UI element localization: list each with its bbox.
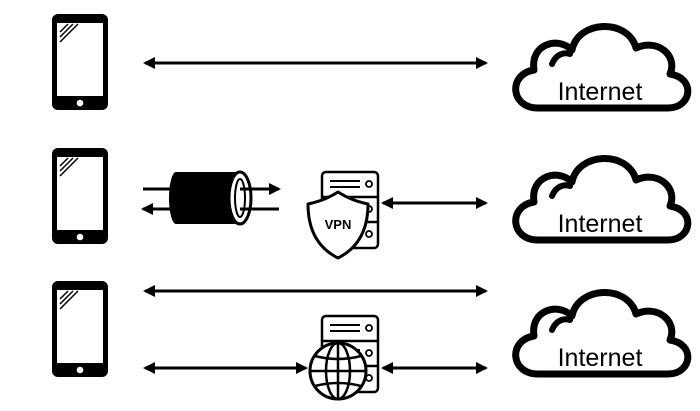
cloud-label: Internet <box>558 210 643 238</box>
cloud-label: Internet <box>558 344 643 372</box>
cloud-icon: Internet <box>516 292 688 374</box>
row-split: Internet <box>51 280 688 401</box>
shield-icon: VPN <box>306 190 370 260</box>
row-direct: Internet <box>51 13 688 111</box>
cloud-label: Internet <box>558 78 643 106</box>
row-vpn: VPN Internet <box>51 147 688 260</box>
smartphone-icon <box>51 280 109 378</box>
globe-icon <box>308 341 368 401</box>
tunnel-pipe-icon <box>169 170 262 226</box>
vpn-badge: VPN <box>325 217 352 232</box>
cloud-icon: Internet <box>516 26 688 108</box>
cloud-icon: Internet <box>516 158 688 240</box>
smartphone-icon <box>51 147 109 245</box>
smartphone-icon <box>51 13 109 111</box>
